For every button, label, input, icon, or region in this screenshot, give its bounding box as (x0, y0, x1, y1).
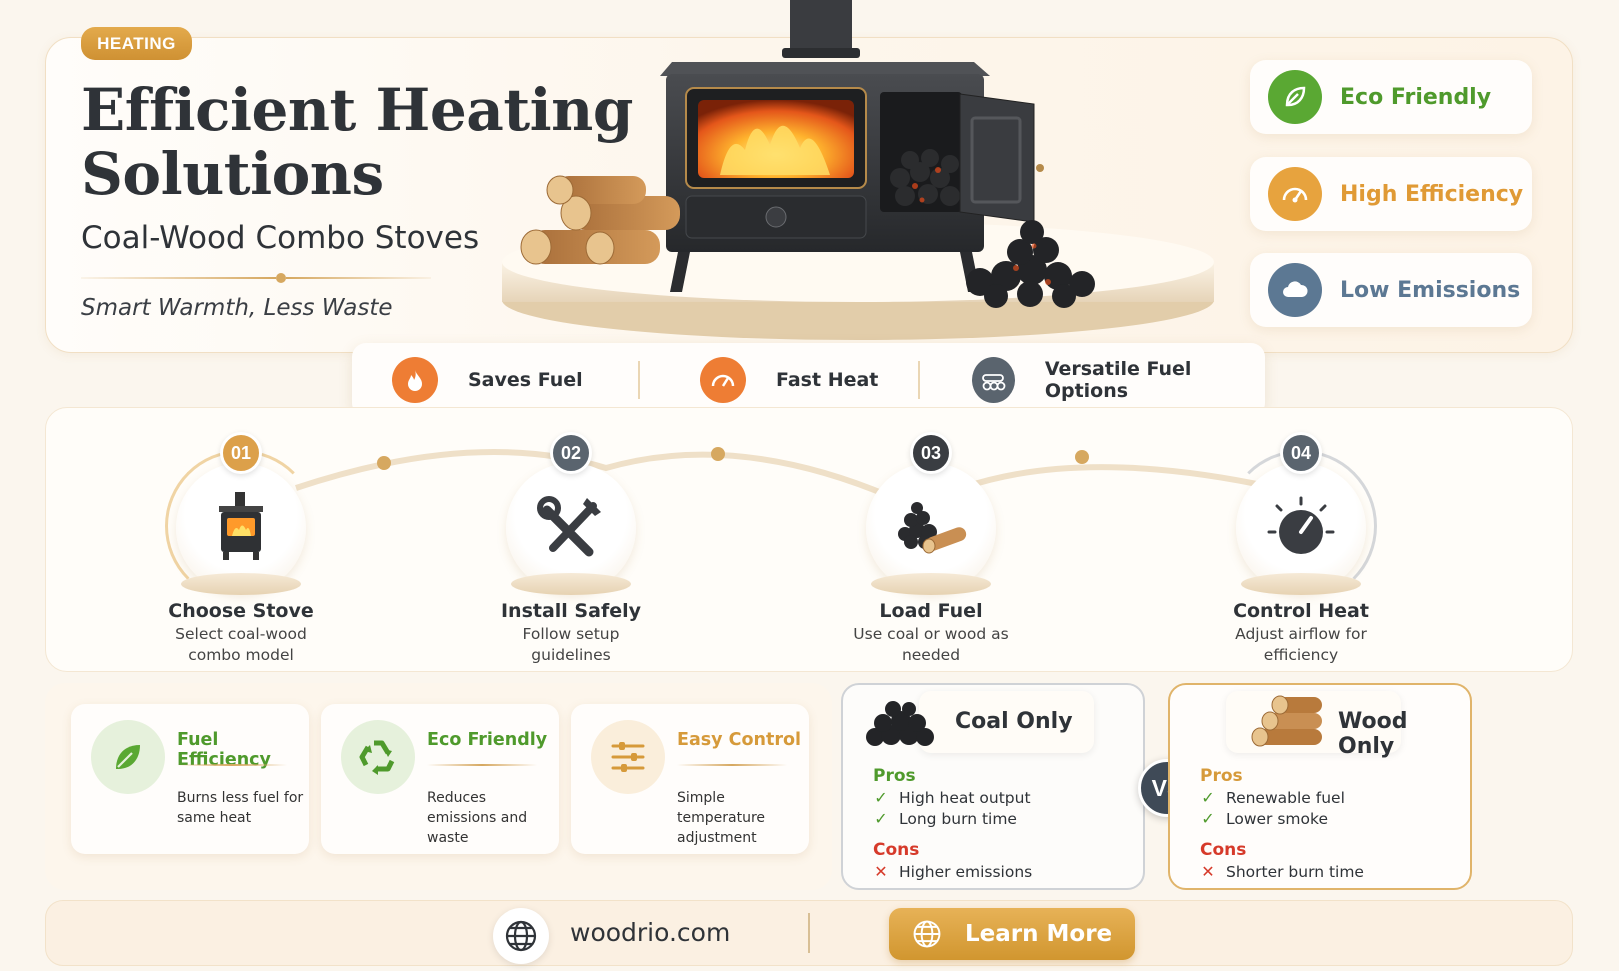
strip-divider (918, 361, 920, 399)
step-number: 01 (220, 432, 262, 474)
feature-desc: Simple temperature adjustment (677, 790, 765, 846)
step-install-safely: 02 Install Safely Follow setup guideline… (441, 408, 701, 673)
step-choose-stove: 01 Choose Stove Select coal-wood combo m… (111, 408, 371, 673)
step-desc: Use coal or wood as needed (853, 625, 1009, 664)
benefit-versatile-fuel: Versatile Fuel Options (972, 343, 1265, 417)
pro-item: ✓Long burn time (874, 809, 1017, 828)
badge-high-efficiency: High Efficiency (1250, 157, 1532, 231)
pro-item: ✓Renewable fuel (1201, 788, 1345, 807)
cons-label: Cons (873, 840, 920, 860)
hero-tagline: Smart Warmth, Less Waste (81, 295, 393, 321)
compare-title: Coal Only (955, 709, 1073, 734)
coal-wood-icon (891, 488, 971, 568)
pros-label: Pros (1200, 766, 1243, 786)
compare-title: Wood Only (1338, 709, 1408, 759)
page-subtitle: Coal-Wood Combo Stoves (81, 220, 480, 256)
title-line-2: Solutions (81, 140, 384, 208)
pro-item: ✓High heat output (874, 788, 1031, 807)
cloud-icon (1268, 263, 1322, 317)
category-tag: HEATING (81, 27, 192, 60)
globe-icon (493, 908, 549, 964)
badge-label: Eco Friendly (1340, 84, 1492, 110)
step-title: Choose Stove (168, 600, 314, 622)
step-load-fuel: 03 Load Fuel Use coal or wood as needed (801, 408, 1061, 673)
pro-text: High heat output (899, 788, 1031, 807)
stove-illustration (460, 0, 1220, 345)
page-title: Efficient Heating Solutions (81, 78, 641, 206)
benefit-label: Versatile Fuel Options (1044, 358, 1192, 402)
steps-panel: 01 Choose Stove Select coal-wood combo m… (45, 407, 1573, 672)
pros-label: Pros (873, 766, 916, 786)
sliders-icon (591, 720, 665, 794)
stove-icon (201, 488, 281, 568)
wood-icon (1251, 695, 1322, 747)
title-divider (81, 273, 431, 283)
benefit-label: Fast Heat (776, 369, 879, 391)
step-desc: Select coal-wood combo model (175, 625, 307, 664)
con-text: Shorter burn time (1226, 862, 1364, 881)
con-text: Higher emissions (899, 862, 1033, 881)
compare-wood-card: Wood Only Pros ✓Renewable fuel ✓Lower sm… (1168, 683, 1472, 890)
feature-title: Eco Friendly (427, 730, 548, 750)
learn-more-button[interactable]: Learn More (889, 908, 1135, 960)
compare-coal-card: Coal Only Pros ✓High heat output ✓Long b… (841, 683, 1145, 890)
leaf-icon (1268, 70, 1322, 124)
learn-more-label: Learn More (965, 921, 1113, 947)
feature-title: Easy Control (677, 730, 802, 750)
step-number: 02 (550, 432, 592, 474)
globe-icon (911, 918, 943, 950)
benefit-fast-heat: Fast Heat (700, 343, 878, 417)
step-title: Load Fuel (879, 600, 983, 622)
pro-text: Lower smoke (1226, 809, 1328, 828)
step-control-heat: 04 Control Heat Adjust airflow for effic… (1171, 408, 1431, 673)
gauge-icon (1268, 167, 1322, 221)
flame-icon (392, 357, 438, 403)
feature-desc: Reduces emissions and waste (427, 790, 528, 846)
step-title: Install Safely (500, 600, 641, 622)
tools-icon (531, 488, 611, 568)
coal-icon (866, 701, 934, 746)
fuel-options-icon (972, 357, 1015, 403)
recycle-icon (341, 720, 415, 794)
cons-label: Cons (1200, 840, 1247, 860)
step-connector (295, 447, 1277, 512)
dial-icon (1261, 488, 1341, 568)
benefit-label: Saves Fuel (468, 369, 583, 391)
feature-easy-control: Easy Control Simple temperature adjustme… (571, 704, 809, 854)
step-number: 04 (1280, 432, 1322, 474)
con-item: ✕Higher emissions (874, 862, 1033, 881)
feature-fuel-efficiency: Fuel Efficiency Burns less fuel for same… (71, 704, 309, 854)
step-title: Control Heat (1233, 600, 1369, 622)
title-line-1: Efficient Heating (81, 76, 633, 144)
step-number: 03 (910, 432, 952, 474)
speedometer-icon (700, 357, 746, 403)
feature-eco-friendly: Eco Friendly Reduces emissions and waste (321, 704, 559, 854)
benefit-strip: Saves Fuel Fast Heat Versatile Fuel Opti… (352, 343, 1265, 417)
feature-desc: Burns less fuel for same heat (177, 790, 304, 826)
badge-label: High Efficiency (1340, 181, 1524, 207)
website-link[interactable]: woodrio.com (570, 918, 731, 947)
con-item: ✕Shorter burn time (1201, 862, 1364, 881)
step-desc: Follow setup guidelines (522, 625, 620, 664)
pro-item: ✓Lower smoke (1201, 809, 1328, 828)
leaf-icon (91, 720, 165, 794)
footer-divider (808, 913, 810, 953)
pro-text: Long burn time (899, 809, 1017, 828)
badge-low-emissions: Low Emissions (1250, 253, 1532, 327)
badge-label: Low Emissions (1340, 277, 1521, 303)
pro-text: Renewable fuel (1226, 788, 1345, 807)
benefit-saves-fuel: Saves Fuel (392, 343, 583, 417)
strip-divider (638, 361, 640, 399)
badge-eco-friendly: Eco Friendly (1250, 60, 1532, 134)
step-desc: Adjust airflow for efficiency (1235, 625, 1367, 664)
